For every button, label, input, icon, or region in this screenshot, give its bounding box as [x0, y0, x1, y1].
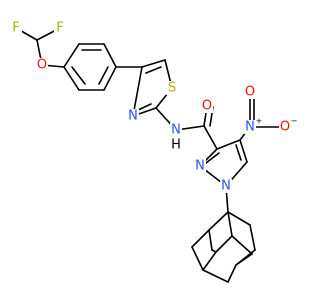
bond-line [227, 211, 233, 237]
amide-nitrogen-atom: N [171, 123, 181, 138]
bond-lines [15, 27, 286, 283]
bond-line [202, 269, 229, 283]
bond-line [231, 235, 253, 255]
nitro-nitrogen-charge: + [256, 117, 263, 126]
bond-line [132, 66, 143, 117]
nitro-oxygen-atom: O [245, 85, 255, 100]
bond-line [227, 264, 237, 283]
bond-line [215, 235, 233, 253]
bond-line [98, 66, 109, 85]
thiazole-sulfur-atom: S [168, 81, 176, 96]
bond-line [141, 59, 166, 68]
bond-line [191, 246, 204, 271]
pyrazole-nitrogen-1-atom: N [221, 179, 231, 194]
bond-line [203, 125, 218, 150]
bond-line [208, 229, 213, 251]
bond-line [249, 224, 256, 251]
bond-line [103, 43, 117, 68]
nitro-oxygen-anion-atom: O [280, 120, 290, 135]
bond-line [145, 66, 162, 74]
amide-hydrogen-atom: H [171, 138, 181, 153]
bond-line [202, 251, 217, 271]
bond-line [235, 144, 242, 161]
bond-line [191, 229, 210, 248]
thiazole-nitrogen-atom: N [128, 109, 138, 124]
bond-line [239, 139, 248, 163]
nitro-nitrogen-atom: N [245, 120, 255, 135]
bond-line [216, 139, 241, 150]
ether-oxygen-atom: O [37, 58, 47, 73]
bond-line [71, 66, 86, 85]
fluorine-atom-1: F [12, 21, 19, 36]
bond-line [208, 211, 229, 231]
bond-line [211, 249, 217, 253]
pyrazole-nitrogen-2-atom: N [195, 159, 205, 174]
bond-line [227, 211, 251, 226]
amide-oxygen-atom: O [202, 99, 212, 114]
bond-line [205, 152, 220, 164]
fluorine-atom-2: F [56, 21, 63, 36]
bond-line [103, 66, 117, 91]
bond-line [137, 103, 152, 111]
bond-line [235, 253, 253, 266]
bond-line [63, 43, 80, 68]
nitro-oxygen-charge: − [291, 117, 298, 126]
atom-labels: F F O S N N H O N + O − O N N [10, 21, 297, 194]
molecule-structure-diagram: F F O S N N H O N + O − O N N [10, 20, 298, 283]
bond-line [63, 66, 80, 91]
